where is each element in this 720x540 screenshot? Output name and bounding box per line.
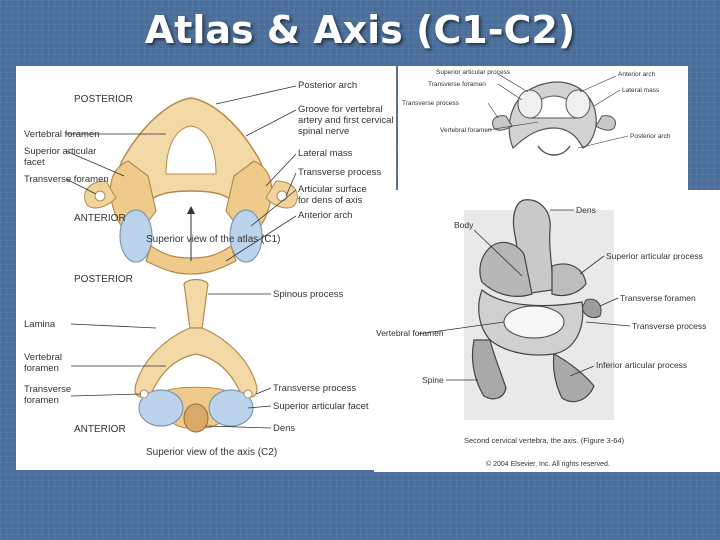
axis-label-superior-articular-facet: Superior articular facet — [273, 401, 369, 412]
atlas-grey-label-superior-articular-process: Superior articular process — [436, 69, 511, 76]
atlas-label-transverse-process: Transverse process — [298, 167, 381, 178]
atlas-grey-label-transverse-foramen: Transverse foramen — [428, 81, 486, 88]
axis-3d-panel: Dens Body Superior articular process Tra… — [374, 190, 720, 472]
axis-3d-copyright: © 2004 Elsevier, Inc. All rights reserve… — [486, 460, 610, 468]
axis-3d-label-superior-articular-process: Superior articular process — [606, 251, 703, 261]
atlas-label-articular-surface-1: Articular surface — [298, 184, 367, 195]
atlas-anterior-label: ANTERIOR — [74, 213, 126, 224]
atlas-grey-label-transverse-process: Transverse process — [402, 100, 460, 107]
atlas-grey-label-posterior-arch: Posterior arch — [630, 133, 671, 140]
axis-anterior-label: ANTERIOR — [74, 424, 126, 435]
axis-3d-label-transverse-foramen: Transverse foramen — [620, 293, 696, 303]
atlas-grey-label-anterior-arch: Anterior arch — [618, 71, 656, 78]
axis-label-transverse-2: foramen — [24, 395, 59, 406]
atlas-label-transverse-foramen: Transverse foramen — [24, 174, 109, 185]
axis-3d-label-body: Body — [454, 220, 474, 230]
slide-title: Atlas & Axis (C1-C2) — [144, 8, 576, 52]
left-diagram-panel: POSTERIOR ANTERIOR Superior view of the … — [16, 66, 396, 470]
atlas-label-anterior-arch: Anterior arch — [298, 210, 352, 221]
axis-3d-diagram: Dens Body Superior articular process Tra… — [376, 199, 706, 468]
axis-label-spinous-process: Spinous process — [273, 289, 343, 300]
atlas-illustration — [84, 97, 298, 275]
atlas-grey-leader-lines — [487, 73, 629, 149]
atlas-label-lateral-mass: Lateral mass — [298, 148, 353, 159]
atlas-caption: Superior view of the atlas (C1) — [146, 234, 281, 245]
atlas-label-groove-2: artery and first cervical — [298, 115, 394, 126]
axis-leader-lines — [70, 293, 272, 429]
atlas-grey-label-lateral-mass: Lateral mass — [622, 87, 660, 94]
axis-3d-label-vertebral-foramen: Vertebral foramen — [376, 328, 444, 338]
atlas-leader-lines — [65, 85, 297, 262]
atlas-label-vertebral-foramen: Vertebral foramen — [24, 129, 100, 140]
atlas-small-panel: Superior articular process Transverse fo… — [398, 66, 688, 190]
axis-posterior-label: POSTERIOR — [74, 274, 133, 285]
axis-label-lamina: Lamina — [24, 319, 56, 330]
axis-3d-label-inferior-articular-process: Inferior articular process — [596, 360, 687, 370]
axis-3d-label-transverse-process: Transverse process — [632, 321, 706, 331]
axis-label-vertebral-2: foramen — [24, 363, 59, 374]
axis-3d-leader-lines — [417, 209, 631, 381]
atlas-label-superior-articular-1: Superior articular — [24, 146, 96, 157]
axis-label-transverse-1: Transverse — [24, 384, 71, 395]
axis-caption: Superior view of the axis (C2) — [146, 447, 277, 458]
atlas-grey-diagram: Superior articular process Transverse fo… — [402, 69, 671, 156]
atlas-label-superior-articular-2: facet — [24, 157, 45, 168]
axis-label-vertebral-1: Vertebral — [24, 352, 62, 363]
atlas-label-articular-surface-2: for dens of axis — [298, 195, 363, 206]
atlas-axis-superior-diagram: POSTERIOR ANTERIOR Superior view of the … — [24, 80, 394, 458]
axis-label-transverse-process: Transverse process — [273, 383, 356, 394]
atlas-grey-label-vertebral-foramen: Vertebral foramen — [440, 127, 492, 134]
axis-3d-label-dens: Dens — [576, 205, 596, 215]
atlas-label-posterior-arch: Posterior arch — [298, 80, 357, 91]
axis-label-dens: Dens — [273, 423, 295, 434]
atlas-label-groove-3: spinal nerve — [298, 126, 349, 137]
axis-3d-caption: Second cervical vertebra, the axis. (Fig… — [464, 436, 625, 445]
atlas-posterior-label: POSTERIOR — [74, 94, 133, 105]
axis-3d-illustration — [464, 199, 614, 420]
atlas-grey-illustration — [492, 81, 616, 156]
axis-3d-label-spine: Spine — [422, 375, 444, 385]
axis-superior-illustration — [134, 278, 258, 433]
atlas-label-groove-1: Groove for vertebral — [298, 104, 382, 115]
